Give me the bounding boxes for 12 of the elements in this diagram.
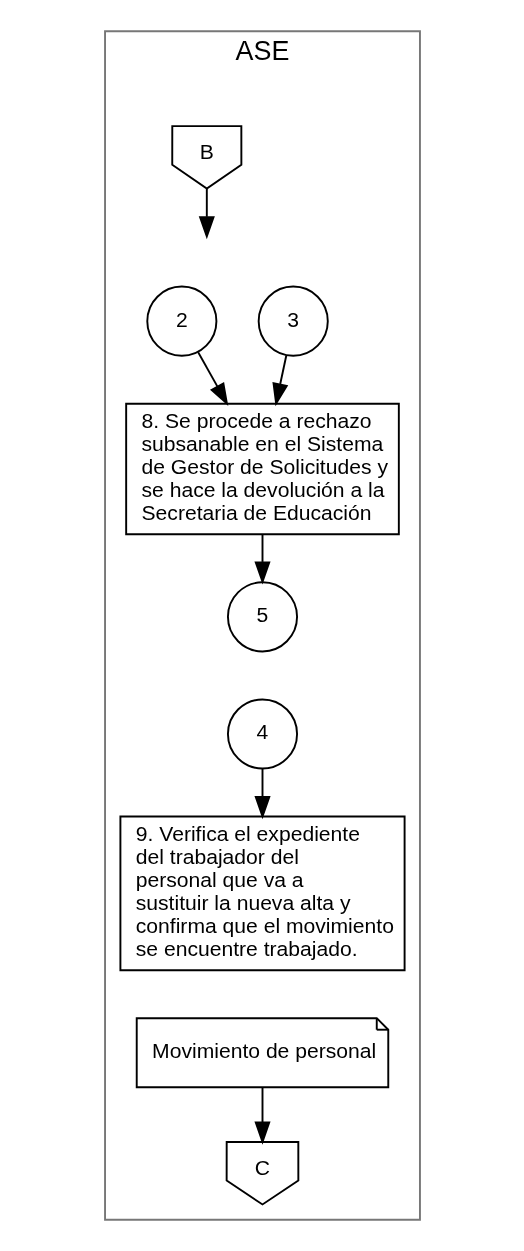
node-circle: 4 bbox=[226, 698, 298, 770]
node-circle: 5 bbox=[226, 581, 298, 653]
node-circle: 2 bbox=[145, 285, 217, 357]
arrow bbox=[198, 187, 215, 240]
arrow bbox=[253, 767, 271, 820]
node-box: 8. Se procede a rechazo subsanable en el Sistema de Gestor de Solicitudes y se hace la devolución a la Secretaria de Educación bbox=[124, 402, 400, 536]
arrow bbox=[271, 354, 288, 407]
node-circle: 3 bbox=[257, 285, 329, 357]
arrow bbox=[196, 351, 228, 407]
arrow bbox=[253, 1086, 271, 1145]
arrow bbox=[253, 533, 271, 585]
node-box: 9. Verifica el expediente del trabajador del personal que va a sustituir la nueva alta y confirma que el movimiento se encuentre trabajado. bbox=[118, 815, 406, 972]
